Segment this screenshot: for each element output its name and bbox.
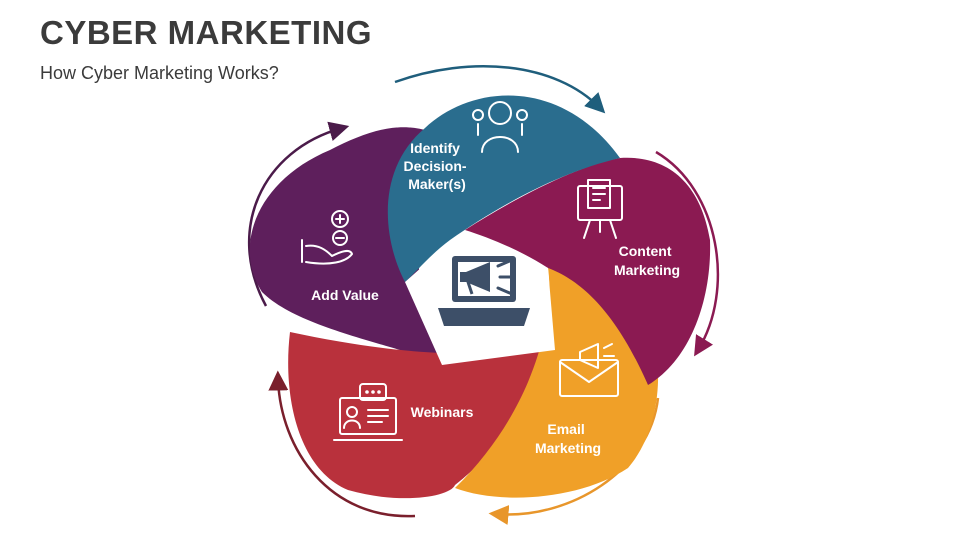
label-identify-decision-makers: Identify Decision- Maker(s) — [404, 140, 471, 192]
cycle-arrow-top — [394, 64, 606, 114]
content-board-icon — [577, 179, 623, 239]
label-add-value: Add Value — [311, 287, 379, 303]
decision-maker-icon — [472, 101, 528, 153]
center-hub — [405, 242, 555, 365]
cycle-arrow-left — [247, 121, 350, 307]
page-title: CYBER MARKETING — [40, 14, 373, 51]
email-megaphone-icon — [559, 343, 619, 397]
laptop-megaphone-icon — [438, 256, 530, 326]
segment-webinars[interactable] — [288, 332, 555, 499]
page-subtitle: How Cyber Marketing Works? — [40, 63, 279, 83]
segment-email-marketing[interactable] — [455, 268, 659, 498]
segment-identify-decision-makers[interactable] — [387, 95, 620, 282]
segment-content-marketing[interactable] — [465, 157, 711, 385]
webinar-icon — [333, 383, 403, 441]
label-webinars: Webinars — [411, 404, 474, 420]
label-email-marketing: Email Marketing — [535, 421, 601, 456]
cycle-arrow-bottom-right — [488, 397, 660, 525]
cycle-arrow-bottom-left — [268, 370, 416, 518]
cycle-arrow-right — [655, 150, 720, 357]
add-value-hand-icon — [301, 210, 353, 265]
label-content-marketing: Content Marketing — [614, 243, 680, 278]
